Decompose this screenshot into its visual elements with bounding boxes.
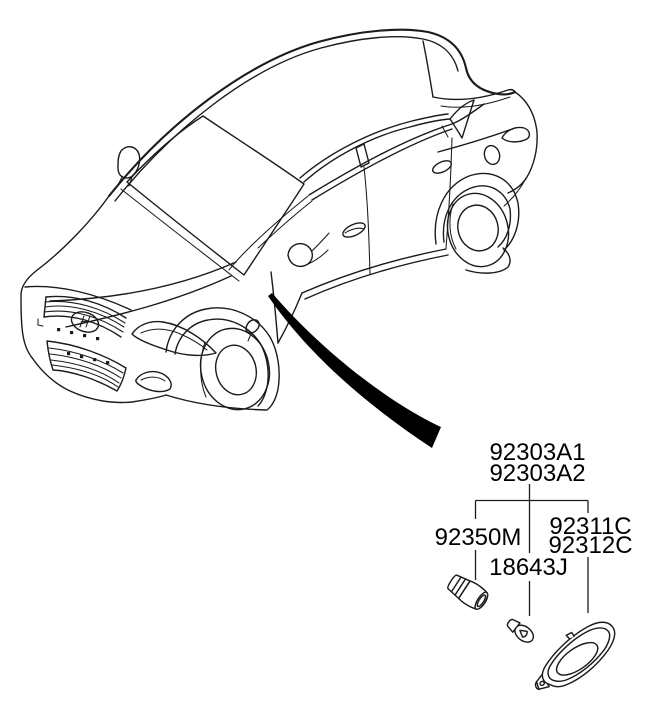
- rear-body-edge: [507, 91, 538, 194]
- part-label-bulb: 18643J: [489, 554, 568, 581]
- beltline-lower: [311, 128, 453, 201]
- rear-bumper-crease: [503, 177, 527, 207]
- roofline-outer: [107, 28, 517, 198]
- rear-glass-left: [422, 40, 434, 98]
- brand-logo: [70, 311, 100, 333]
- side-mirror-near: [287, 232, 330, 267]
- callout-leader-lines: [474, 484, 589, 616]
- roofline-inner: [114, 35, 459, 202]
- hood-crease-2: [65, 275, 232, 328]
- part-label-assembly-2: 92303A2: [489, 460, 585, 487]
- fender-crease-2: [257, 200, 313, 249]
- rear-glass-bottom: [432, 88, 516, 101]
- deck-lid-seam: [440, 96, 511, 108]
- beltline-upper: [308, 103, 485, 196]
- fuel-door: [483, 144, 501, 166]
- fender-crease-1: [228, 195, 309, 271]
- rear-wheel: [434, 172, 520, 268]
- license-plate-dots: [37, 318, 110, 365]
- fog-lamp: [135, 370, 172, 393]
- pointer-arrow: [268, 293, 441, 448]
- part-label-assembly-1: 92303A1: [489, 439, 585, 466]
- part-labels: 92303A1 92303A2 92350M 18643J 92311C 923…: [435, 439, 633, 581]
- rocker-line-lower: [304, 254, 449, 300]
- hood-front-edge: [24, 285, 132, 311]
- cowl-line: [120, 188, 240, 282]
- quarter-window-seam: [441, 125, 449, 138]
- window-frame-inner: [299, 113, 449, 179]
- part-label-lamp-1: 92311C: [549, 513, 631, 540]
- rocker-line-upper: [301, 248, 447, 294]
- door-seam-rear: [445, 137, 453, 249]
- fender-door-seam: [270, 271, 279, 344]
- front-wheel: [165, 307, 280, 411]
- side-repeater-lamp-drawing: [534, 621, 616, 690]
- upper-grille: [43, 295, 127, 338]
- quarter-shoulder-line: [437, 127, 516, 153]
- part-label-lamp-2: 92312C: [548, 532, 632, 559]
- lower-grille: [46, 340, 127, 392]
- door-handle-front: [342, 222, 366, 238]
- vehicle-illustration: [20, 28, 538, 411]
- door-seam-middle: [363, 166, 371, 275]
- rear-bumper-bottom: [465, 247, 511, 274]
- front-underbody: [165, 394, 267, 411]
- door-handle-rear: [431, 160, 453, 174]
- bulb-drawing: [506, 618, 535, 643]
- tail-lamp: [501, 126, 531, 143]
- windshield: [126, 115, 305, 276]
- bulb-holder-drawing: [447, 574, 489, 610]
- side-repeater-location: [245, 319, 260, 342]
- headlight: [131, 320, 217, 357]
- side-mirror-far: [117, 146, 141, 187]
- window-frame-outer: [303, 118, 451, 183]
- hood-crease-1: [49, 261, 237, 302]
- b-pillar: [355, 143, 370, 168]
- front-body-contour: [20, 195, 167, 404]
- part-label-socket: 92350M: [435, 524, 522, 551]
